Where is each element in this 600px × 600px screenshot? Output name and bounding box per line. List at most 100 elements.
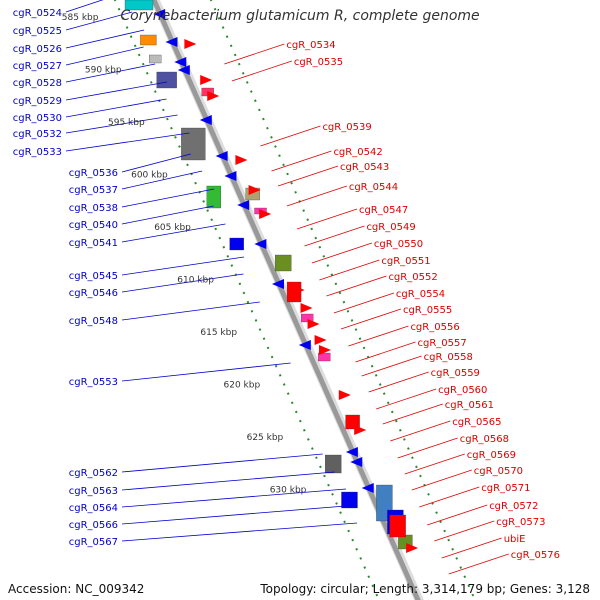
gene-block — [149, 54, 162, 64]
right-gene-label: cgR_0561 — [445, 400, 494, 411]
left-gene-label: cgR_0527 — [13, 61, 62, 72]
right-gene-leader — [397, 437, 458, 459]
left-gene-leader — [65, 63, 156, 83]
left-gene-leader — [121, 301, 260, 321]
right-gene-leader — [326, 275, 387, 297]
right-gene-label: cgR_0547 — [359, 205, 408, 216]
left-gene-leader — [121, 223, 226, 243]
forward-gene-arrow — [319, 345, 331, 355]
gene-block — [341, 491, 358, 509]
left-gene-leader — [121, 170, 203, 190]
right-gene-label: cgR_0570 — [474, 466, 523, 477]
right-gene-label: cgR_0555 — [403, 305, 452, 316]
forward-gene-arrow — [354, 425, 367, 435]
gene-block — [124, 0, 154, 11]
left-gene-leader — [121, 205, 214, 225]
left-gene-leader — [121, 256, 245, 276]
kbp-tick-label: 630 kbp — [270, 486, 307, 496]
left-gene-label: cgR_0538 — [69, 203, 118, 214]
inner-tick-track — [113, 0, 381, 600]
kbp-tick-label: 595 kbp — [108, 118, 145, 128]
gene-block — [275, 254, 292, 272]
right-gene-leader — [311, 242, 373, 264]
kbp-tick-label: 585 kbp — [62, 13, 99, 23]
right-gene-leader — [319, 259, 380, 281]
right-gene-leader — [448, 553, 509, 575]
left-gene-leader — [65, 0, 104, 13]
left-gene-leader — [65, 11, 133, 31]
gene-block — [206, 185, 221, 209]
kbp-tick-label: 590 kbp — [85, 66, 122, 76]
reverse-gene-arrow — [199, 115, 212, 125]
forward-gene-arrow — [307, 319, 320, 329]
right-gene-label: cgR_0534 — [286, 40, 335, 51]
left-gene-leader — [65, 46, 144, 66]
right-gene-label: cgR_0544 — [349, 182, 398, 193]
right-gene-label: cgR_0552 — [388, 272, 437, 283]
forward-gene-arrow — [200, 75, 213, 85]
gene-block — [301, 313, 314, 323]
left-gene-leader — [121, 488, 347, 508]
genome-stats: Topology: circular; Length: 3,314,179 bp… — [260, 582, 590, 596]
left-gene-label: cgR_0536 — [69, 168, 118, 179]
left-gene-leader — [65, 114, 178, 134]
right-gene-label: cgR_0554 — [396, 289, 445, 300]
kbp-tick-label: 605 kbp — [154, 223, 191, 233]
left-gene-label: cgR_0529 — [13, 96, 62, 107]
accession-label: Accession: NC_009342 — [8, 582, 145, 596]
reverse-gene-arrow — [254, 239, 267, 249]
left-gene-leader — [121, 522, 358, 542]
right-gene-leader — [361, 355, 422, 377]
left-gene-leader — [121, 188, 215, 208]
right-gene-leader — [376, 388, 437, 410]
forward-gene-arrow — [300, 303, 313, 313]
right-gene-label: cgR_0543 — [340, 162, 389, 173]
gene-block — [156, 71, 177, 89]
kbp-tick-label: 625 kbp — [247, 433, 284, 443]
left-gene-leader — [121, 362, 291, 382]
reverse-gene-arrow — [237, 200, 250, 210]
left-gene-label: cgR_0548 — [69, 316, 118, 327]
forward-gene-arrow — [338, 390, 351, 400]
left-gene-label: cgR_0532 — [13, 129, 62, 140]
right-gene-leader — [286, 185, 347, 207]
left-gene-label: cgR_0553 — [69, 377, 118, 388]
outer-tick-track — [209, 0, 477, 600]
right-gene-leader — [277, 165, 339, 187]
reverse-gene-arrow — [298, 340, 311, 350]
left-gene-label: cgR_0524 — [13, 8, 62, 19]
right-gene-leader — [348, 325, 409, 347]
forward-gene-arrow — [259, 209, 272, 219]
right-gene-leader — [231, 60, 292, 82]
left-gene-label: cgR_0526 — [13, 44, 62, 55]
reverse-gene-arrow — [224, 171, 237, 181]
left-gene-leader — [121, 273, 244, 293]
right-gene-leader — [434, 520, 495, 542]
reverse-gene-arrow — [174, 57, 187, 67]
right-gene-label: cgR_0573 — [496, 517, 545, 528]
gene-block — [229, 237, 244, 251]
right-gene-leader — [368, 371, 429, 393]
right-gene-leader — [260, 125, 321, 147]
forward-gene-arrow — [207, 91, 220, 101]
right-gene-label: cgR_0576 — [511, 550, 560, 561]
right-gene-leader — [427, 504, 488, 526]
left-gene-leader — [65, 132, 190, 152]
left-gene-label: cgR_0525 — [13, 26, 62, 37]
left-gene-label: cgR_0528 — [13, 78, 62, 89]
right-gene-leader — [340, 308, 402, 330]
reverse-gene-arrow — [177, 65, 190, 75]
right-gene-leader — [404, 453, 465, 475]
right-gene-label: cgR_0557 — [417, 338, 466, 349]
kbp-tick-label: 615 kbp — [200, 328, 237, 338]
right-gene-label: cgR_0568 — [460, 434, 509, 445]
left-gene-label: cgR_0567 — [69, 537, 118, 548]
forward-gene-arrow — [248, 185, 261, 195]
right-gene-leader — [296, 208, 358, 230]
right-gene-label: cgR_0551 — [381, 256, 430, 267]
left-gene-label: cgR_0563 — [69, 486, 118, 497]
gene-block — [318, 352, 331, 362]
right-gene-leader — [271, 150, 332, 172]
right-gene-label: cgR_0559 — [431, 368, 480, 379]
